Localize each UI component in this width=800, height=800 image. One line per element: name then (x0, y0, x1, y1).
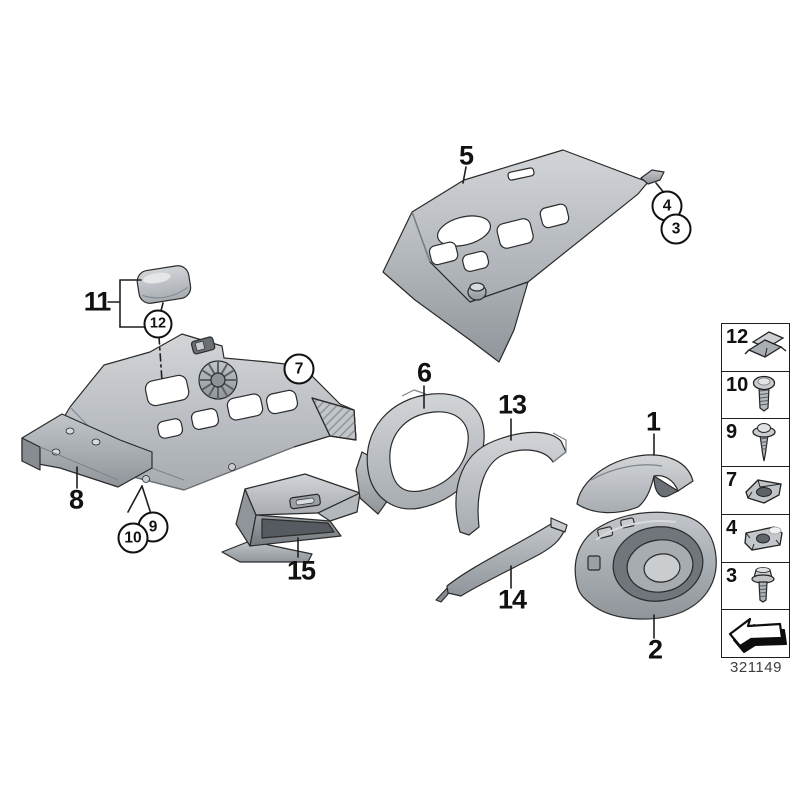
fasteners-legend: 12 10 9 (721, 323, 790, 658)
callout-10-circled[interactable]: 10 (117, 522, 149, 554)
legend-row-9[interactable]: 9 (722, 418, 789, 466)
legend-row-10[interactable]: 10 (722, 370, 789, 419)
callout-2[interactable]: 2 (647, 634, 663, 665)
callout-12-circled[interactable]: 12 (143, 309, 173, 339)
part-13-trim-arc (455, 431, 567, 536)
legend-label-10: 10 (726, 373, 749, 396)
callout-15[interactable]: 15 (286, 555, 316, 586)
part-8-bracket (21, 413, 153, 488)
part-5-trim-panel (382, 149, 665, 363)
legend-row-4[interactable]: 4 (722, 513, 789, 562)
callout-1[interactable]: 1 (645, 406, 661, 437)
callout-6[interactable]: 6 (416, 357, 432, 388)
legend-row-direction[interactable] (722, 609, 789, 657)
pan-head-screw-icon (752, 375, 776, 412)
callout-14[interactable]: 14 (497, 584, 527, 615)
callout-8[interactable]: 8 (68, 484, 84, 515)
part-6-column-frame (355, 389, 485, 515)
callout-11[interactable]: 11 (83, 286, 112, 317)
speed-nut-icon (744, 526, 783, 551)
self-tapping-screw-icon (752, 422, 776, 461)
part-1-upper-column-casing (576, 454, 694, 514)
legend-label-12: 12 (726, 326, 749, 348)
part-15-storage-tray (221, 473, 361, 563)
cage-nut-icon (745, 478, 782, 504)
part-14-trim-strip (435, 517, 568, 603)
legend-row-7[interactable]: 7 (722, 466, 789, 514)
hex-flange-bolt-icon (751, 567, 775, 603)
legend-label-9: 9 (726, 421, 738, 444)
legend-row-3[interactable]: 3 (722, 561, 789, 610)
callout-7-circled[interactable]: 7 (283, 353, 315, 385)
callout-5[interactable]: 5 (458, 140, 474, 171)
spring-clip-icon (744, 331, 787, 359)
drawing-number: 321149 (730, 659, 782, 676)
callout-13[interactable]: 13 (497, 389, 527, 420)
legend-label-7: 7 (726, 469, 738, 492)
leader-lines (76, 166, 666, 639)
page-direction-arrow-icon (728, 617, 787, 653)
legend-label-4: 4 (726, 516, 738, 539)
legend-row-12[interactable]: 12 (722, 324, 789, 371)
callout-3-circled[interactable]: 3 (660, 213, 692, 245)
part-2-lower-column-casing (574, 511, 717, 620)
legend-label-3: 3 (726, 564, 738, 587)
part-12-blank-clip (136, 265, 192, 304)
